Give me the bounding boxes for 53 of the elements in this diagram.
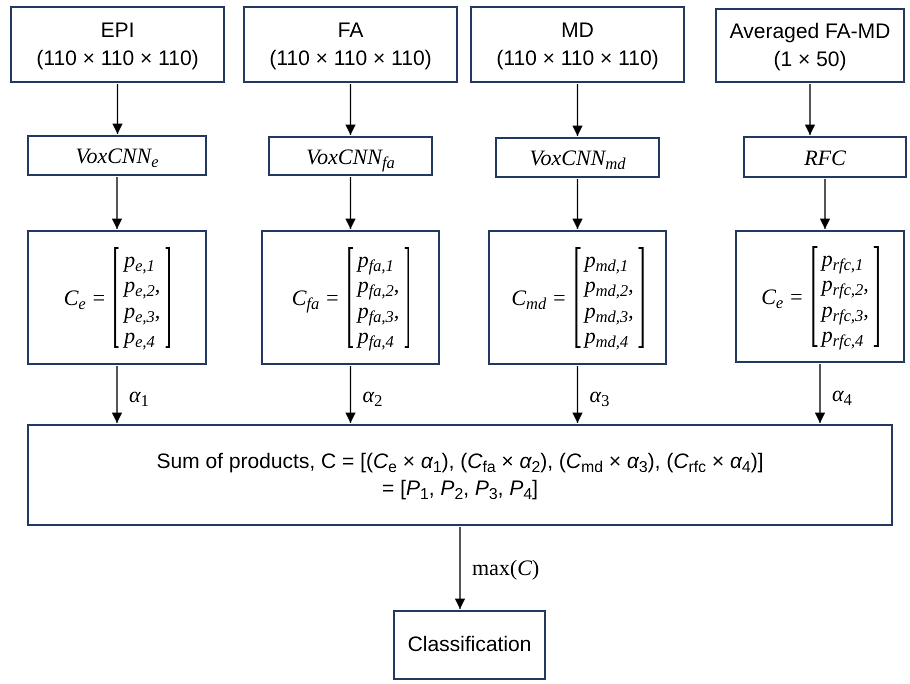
- matrix-entry: p$_{md,2}$,: [584, 272, 634, 298]
- arrow: [572, 366, 583, 423]
- arrow: [804, 84, 816, 135]
- matrix-entry: p$_{md,3}$,: [584, 298, 634, 323]
- process-box: [715, 8, 905, 83]
- matrix-box: [488, 230, 667, 365]
- arrow: [345, 366, 356, 423]
- arrow: [820, 179, 830, 229]
- matrix-entry: p$_{fa,1}$: [358, 246, 395, 272]
- model-box: VoxCNN$_{e}$: [27, 135, 207, 176]
- matrix-entry: p$_{md,1}$: [584, 246, 630, 272]
- matrix-entry: p$_{md,4}$: [584, 322, 630, 348]
- arrow: [345, 177, 356, 229]
- process-box: [10, 6, 225, 83]
- arrow: [112, 366, 122, 423]
- math-text: C$_{md}$ =: [511, 284, 567, 314]
- arrow: [112, 84, 123, 134]
- process-box: [470, 6, 685, 83]
- matrix-entry: p$_{rfc,1}$: [822, 246, 864, 272]
- model-box: VoxCNN$_{md}$: [495, 137, 660, 178]
- box-text: (110 × 110 × 110): [269, 46, 432, 72]
- matrix-entry: p$_{e,3}$,: [124, 298, 160, 323]
- math-text: C$_{e}$ =: [64, 284, 106, 314]
- model-box: VoxCNN$_{fa}$: [268, 136, 433, 176]
- arrow: [572, 179, 583, 229]
- arrow: [572, 84, 583, 136]
- matrix-box: [261, 230, 440, 365]
- arrow: [112, 177, 122, 229]
- box-text: Classification: [408, 632, 532, 658]
- edge-label: max(C): [470, 557, 542, 579]
- arrow: [454, 527, 466, 609]
- process-box: [243, 6, 458, 83]
- sum-box: [27, 424, 893, 526]
- matrix-box: [735, 230, 905, 363]
- arrow: [345, 84, 356, 135]
- math-text: C$_{e}$ =: [761, 283, 804, 313]
- matrix-entry: p$_{e,2}$,: [124, 272, 160, 298]
- box-text: (110 × 110 × 110): [36, 46, 199, 72]
- box-text: FA: [338, 18, 364, 44]
- arrow: [814, 364, 826, 423]
- box-text: = [P$_{1}$, P$_{2}$, P$_{3}$, P$_{4}$]: [382, 476, 538, 502]
- model-box: RFC: [743, 136, 907, 178]
- box-text: EPI: [100, 18, 134, 44]
- matrix-box: [27, 230, 207, 365]
- box-text: MD: [561, 18, 594, 44]
- box-text: (1 × 50): [774, 46, 846, 72]
- process-box: [393, 610, 546, 680]
- matrix-entry: p$_{e,4}$: [124, 322, 156, 348]
- box-text: (110 × 110 × 110): [496, 46, 659, 72]
- math-text: C$_{fa}$ =: [292, 284, 340, 314]
- box-text: Sum of products, C = [(C$_{e}$ × α$_{1}$), (C$_{fa}$ × α$_{2}$), (C$_{md}$ × α$_{3}$), (C$_{rfc}$ × α$_{4}$)]: [156, 448, 764, 475]
- box-text: Averaged FA-MD: [730, 19, 890, 46]
- matrix-entry: p$_{e,1}$: [124, 246, 156, 272]
